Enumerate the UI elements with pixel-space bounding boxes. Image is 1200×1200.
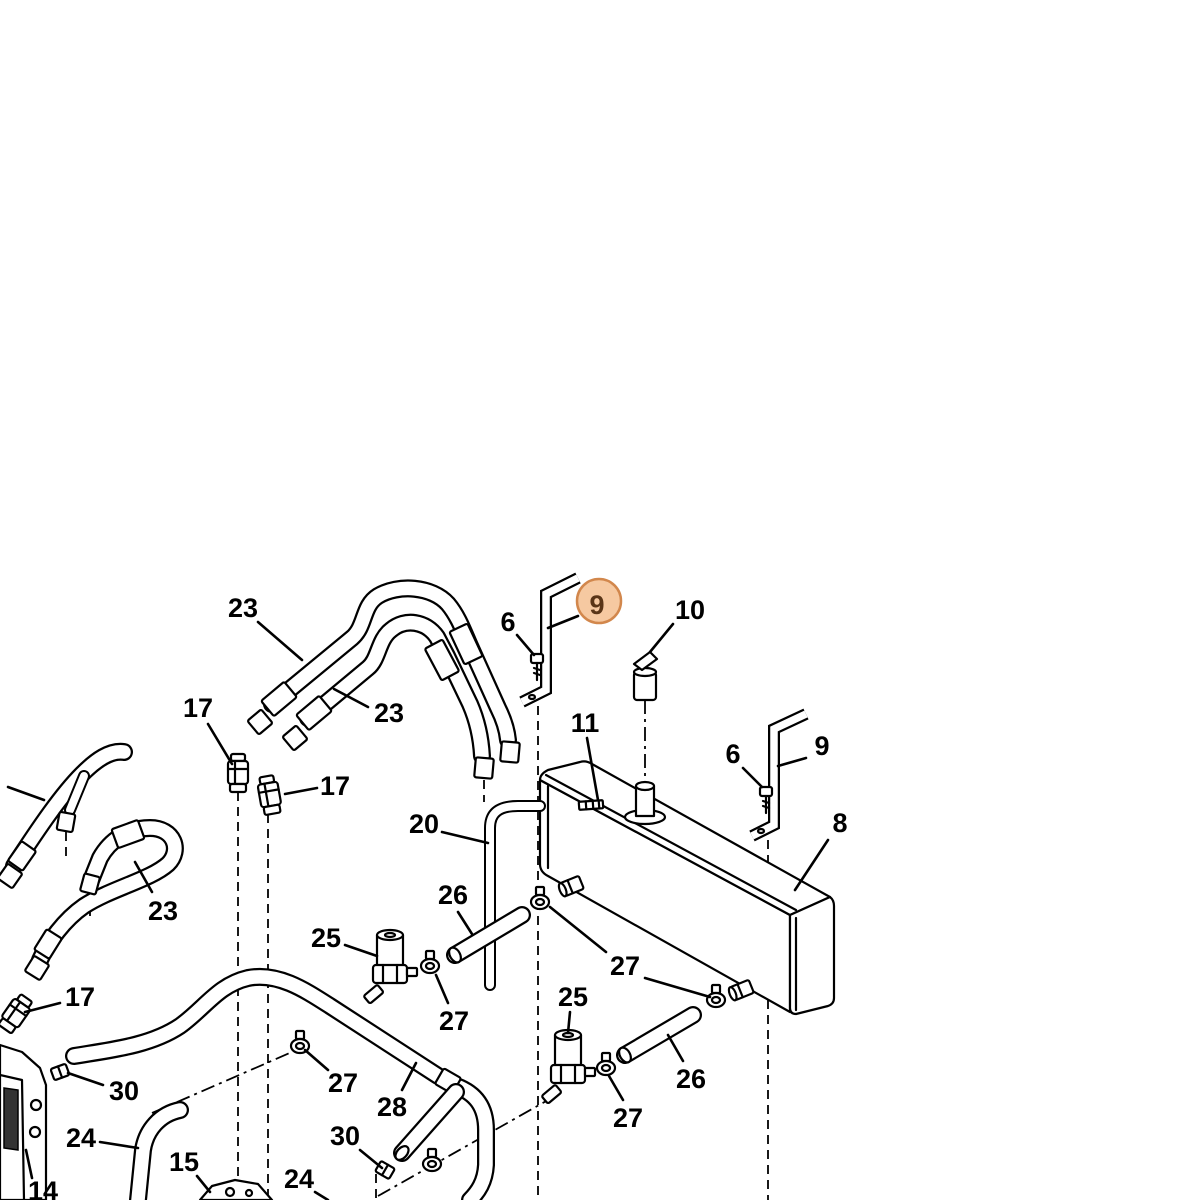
tank-8 (538, 760, 836, 1016)
callout-25[interactable]: 25 (558, 982, 588, 1012)
callout-6[interactable]: 6 (500, 607, 515, 637)
fitting-30-left (49, 1063, 71, 1081)
leader-lines (6, 614, 830, 1200)
callout-20[interactable]: 20 (409, 809, 439, 839)
callout-26[interactable]: 26 (438, 880, 468, 910)
clamp-27 (705, 983, 727, 1009)
hose-left-top (0, 742, 133, 889)
fitting-17-c (0, 993, 33, 1035)
clamp-27 (421, 1147, 443, 1173)
tank-filler-neck (623, 780, 667, 826)
callout-25[interactable]: 25 (311, 923, 341, 953)
callout-9[interactable]: 9 (814, 731, 829, 761)
bracket-9-left (519, 572, 581, 708)
tank-outlet-lower (727, 979, 755, 1002)
filter-25-upper (363, 928, 419, 1005)
fitting-11 (577, 799, 605, 811)
clamp-27 (529, 885, 551, 911)
callout-23[interactable]: 23 (148, 896, 178, 926)
hose-24-left (129, 1101, 189, 1200)
callout-6[interactable]: 6 (725, 739, 740, 769)
callout-23[interactable]: 23 (374, 698, 404, 728)
highlighted-callout[interactable]: 9 (575, 577, 623, 625)
callout-11[interactable]: 11 (571, 708, 600, 738)
clamp-27 (595, 1051, 617, 1077)
fitting-17-b (256, 774, 282, 816)
tank-outlet-upper (557, 875, 585, 898)
screw-6-right (758, 785, 774, 815)
clamp-27 (419, 949, 441, 975)
hose-28-short (393, 1083, 465, 1162)
screw-6-left (529, 652, 545, 682)
pump-block-15 (198, 1178, 274, 1200)
clamps-27 (289, 885, 727, 1173)
valve-block-14 (0, 1043, 48, 1200)
dipstick-cap-10 (632, 650, 659, 782)
callout-23[interactable]: 23 (228, 593, 258, 623)
callout-27[interactable]: 27 (613, 1103, 643, 1133)
bracket-9-right (749, 708, 809, 842)
callout-30[interactable]: 30 (109, 1076, 139, 1106)
fitting-17-a (226, 752, 250, 794)
highlighted-callout-label[interactable]: 9 (589, 590, 604, 620)
callout-17[interactable]: 17 (320, 771, 350, 801)
hose-23-left (24, 819, 184, 981)
callout-30[interactable]: 30 (330, 1121, 360, 1151)
callout-24[interactable]: 24 (66, 1123, 96, 1153)
callout-labels: 23 6 10 17 23 11 6 9 17 20 8 23 26 25 27… (28, 593, 848, 1200)
callout-14[interactable]: 14 (28, 1176, 58, 1200)
highlight-circle (575, 577, 623, 625)
callout-15[interactable]: 15 (169, 1147, 199, 1177)
callout-17[interactable]: 17 (65, 982, 95, 1012)
callout-27[interactable]: 27 (328, 1068, 358, 1098)
callout-27[interactable]: 27 (610, 951, 640, 981)
callout-24[interactable]: 24 (284, 1164, 314, 1194)
hose-23-upper (247, 579, 521, 780)
callout-28[interactable]: 28 (377, 1092, 407, 1122)
callout-10[interactable]: 10 (675, 595, 705, 625)
callout-17[interactable]: 17 (183, 693, 213, 723)
callout-26[interactable]: 26 (676, 1064, 706, 1094)
callout-27[interactable]: 27 (439, 1006, 469, 1036)
hose-20 (484, 800, 546, 991)
hose-26-lower (616, 1006, 702, 1064)
callout-8[interactable]: 8 (832, 808, 847, 838)
hose-26-upper (446, 906, 531, 964)
